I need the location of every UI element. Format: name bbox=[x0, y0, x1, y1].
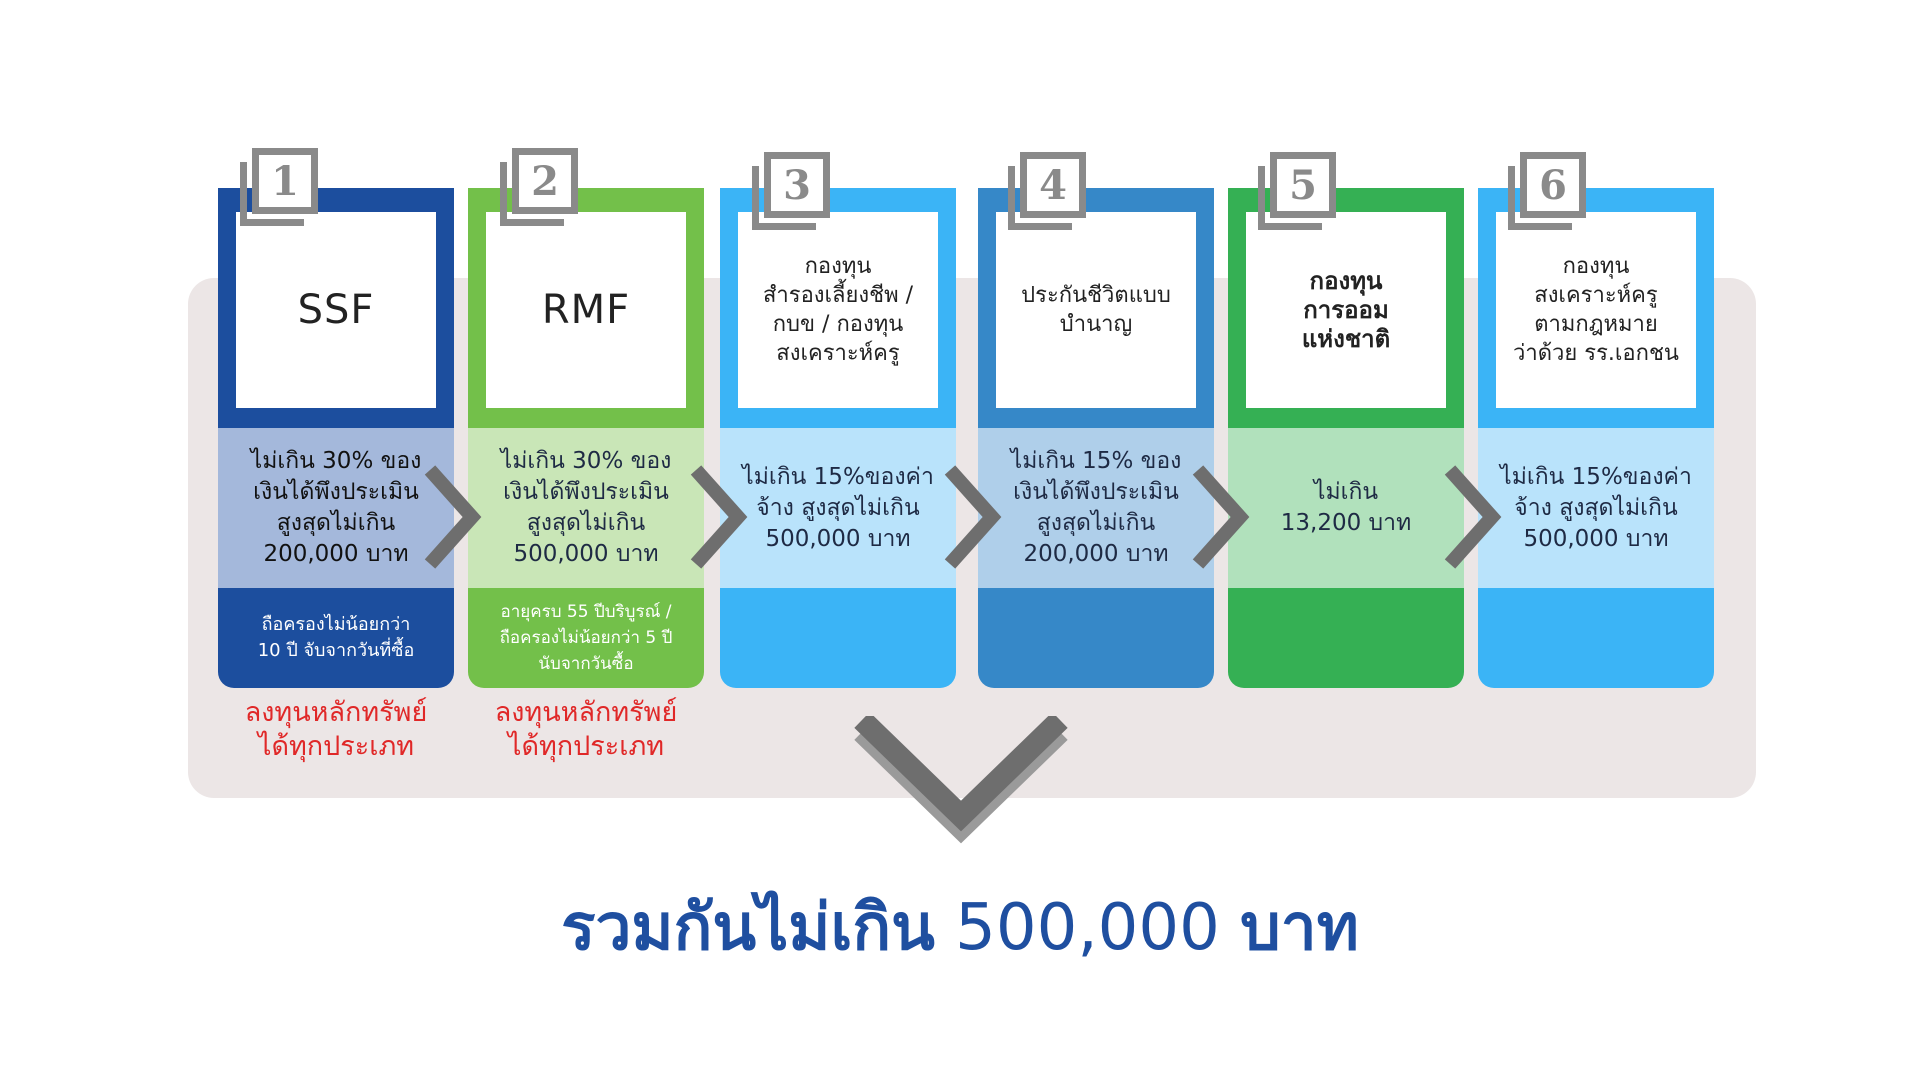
badge-number: 6 bbox=[1520, 152, 1586, 218]
card-rmf: RMF ไม่เกิน 30% ของ เงินได้พึงประเมิน สู… bbox=[468, 188, 704, 688]
card-condition: ไม่เกิน 30% ของ เงินได้พึงประเมิน สูงสุด… bbox=[218, 428, 454, 588]
card-holding bbox=[978, 588, 1214, 688]
card-condition: ไม่เกิน 15%ของค่า จ้าง สูงสุดไม่เกิน 500… bbox=[1478, 428, 1714, 588]
card-header: กองทุน สำรองเลี้ยงชีพ / กบข / กองทุน สงเ… bbox=[720, 188, 956, 428]
card-condition: ไม่เกิน 30% ของ เงินได้พึงประเมิน สูงสุด… bbox=[468, 428, 704, 588]
card-condition: ไม่เกิน 15%ของค่า จ้าง สูงสุดไม่เกิน 500… bbox=[720, 428, 956, 588]
note-ssf: ลงทุนหลักทรัพย์ ได้ทุกประเภท bbox=[244, 697, 428, 762]
number-badge-icon: 4 bbox=[1008, 152, 1088, 232]
card-national-savings-fund: กองทุน การออม แห่งชาติ ไม่เกิน 13,200 บา… bbox=[1228, 188, 1464, 688]
note-rmf: ลงทุนหลักทรัพย์ ได้ทุกประเภท bbox=[494, 697, 678, 762]
card-holding: ถือครองไม่น้อยกว่า 10 ปี จับจากวันที่ซื้… bbox=[257, 614, 415, 661]
card-condition: ไม่เกิน 15% ของ เงินได้พึงประเมิน สูงสุด… bbox=[978, 428, 1214, 588]
card-title: RMF bbox=[486, 212, 686, 408]
chevron-right-icon bbox=[944, 465, 1002, 569]
badge-number: 3 bbox=[764, 152, 830, 218]
total-suffix: บาท bbox=[1240, 891, 1359, 965]
card-holding bbox=[1228, 588, 1464, 688]
badge-number: 1 bbox=[252, 148, 318, 214]
card-title: SSF bbox=[236, 212, 436, 408]
number-badge-icon: 5 bbox=[1258, 152, 1338, 232]
chevron-right-icon bbox=[424, 465, 482, 569]
card-title: ประกันชีวิตแบบ บำนาญ bbox=[996, 212, 1196, 408]
card-holding: อายุครบ 55 ปีบริบูรณ์ / ถือครองไม่น้อยกว… bbox=[499, 602, 673, 674]
badge-number: 4 bbox=[1020, 152, 1086, 218]
badge-number: 2 bbox=[512, 148, 578, 214]
card-header: SSF bbox=[218, 188, 454, 428]
chevron-right-icon bbox=[690, 465, 748, 569]
card-header: กองทุน การออม แห่งชาติ bbox=[1228, 188, 1464, 428]
card-header: ประกันชีวิตแบบ บำนาญ bbox=[978, 188, 1214, 428]
card-title: กองทุน สำรองเลี้ยงชีพ / กบข / กองทุน สงเ… bbox=[738, 212, 938, 408]
card-ssf: SSF ไม่เกิน 30% ของ เงินได้พึงประเมิน สู… bbox=[218, 188, 454, 688]
card-holding bbox=[1478, 588, 1714, 688]
card-header: RMF bbox=[468, 188, 704, 428]
total-amount: 500,000 bbox=[955, 891, 1220, 965]
card-provident-fund: กองทุน สำรองเลี้ยงชีพ / กบข / กองทุน สงเ… bbox=[720, 188, 956, 688]
number-badge-icon: 6 bbox=[1508, 152, 1588, 232]
total-prefix: รวมกันไม่เกิน bbox=[561, 891, 935, 965]
card-title: กองทุน สงเคราะห์ครู ตามกฎหมาย ว่าด้วย รร… bbox=[1496, 212, 1696, 408]
total-summary: รวมกันไม่เกิน 500,000 บาท bbox=[0, 876, 1920, 978]
number-badge-icon: 3 bbox=[752, 152, 832, 232]
badge-number: 5 bbox=[1270, 152, 1336, 218]
chevron-right-icon bbox=[1444, 465, 1502, 569]
chevron-down-icon bbox=[854, 716, 1068, 844]
card-title: กองทุน การออม แห่งชาติ bbox=[1246, 212, 1446, 408]
number-badge-icon: 1 bbox=[240, 148, 320, 228]
card-header: กองทุน สงเคราะห์ครู ตามกฎหมาย ว่าด้วย รร… bbox=[1478, 188, 1714, 428]
card-teacher-aid-fund: กองทุน สงเคราะห์ครู ตามกฎหมาย ว่าด้วย รร… bbox=[1478, 188, 1714, 688]
chevron-right-icon bbox=[1192, 465, 1250, 569]
card-pension-insurance: ประกันชีวิตแบบ บำนาญ ไม่เกิน 15% ของ เงิ… bbox=[978, 188, 1214, 688]
card-condition: ไม่เกิน 13,200 บาท bbox=[1228, 428, 1464, 588]
card-holding bbox=[720, 588, 956, 688]
number-badge-icon: 2 bbox=[500, 148, 580, 228]
